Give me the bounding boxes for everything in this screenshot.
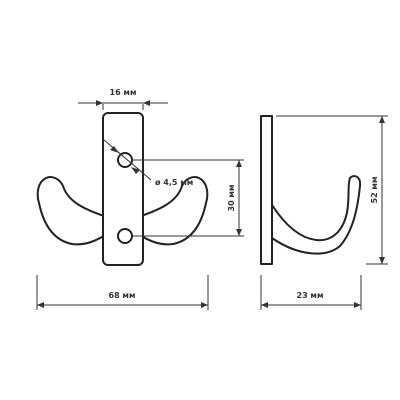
hole-spacing-dimension: 30 мм: [133, 159, 244, 237]
plate-width-label: 16 мм: [110, 88, 137, 97]
side-hook-profile: [271, 175, 362, 255]
arrow-head: [110, 146, 119, 153]
height-label: 52 мм: [370, 177, 379, 204]
side-view: 23 мм 52 мм: [260, 115, 388, 310]
arrow-head: [143, 100, 150, 106]
hole-diameter-dimension: ø 4,5 мм: [103, 139, 193, 187]
side-plate-profile: [260, 115, 273, 265]
right-hook-arm: [134, 176, 209, 246]
overall-width-dimension: 68 мм: [36, 275, 209, 310]
arrow-head: [201, 302, 208, 308]
arrow-head: [236, 229, 242, 236]
arrow-head: [37, 302, 44, 308]
left-hook-arm: [36, 176, 111, 246]
lower-screw-hole: [117, 228, 133, 244]
depth-label: 23 мм: [297, 291, 324, 300]
front-view: 16 мм ø 4,5 мм 30 мм 68 мм: [36, 88, 244, 310]
arrow-head: [96, 100, 103, 106]
arrow-head: [131, 167, 140, 174]
hole-diameter-label: ø 4,5 мм: [155, 178, 193, 187]
overall-width-label: 68 мм: [109, 291, 136, 300]
arrow-head: [354, 302, 361, 308]
hole-spacing-label: 30 мм: [227, 185, 236, 212]
arrow-head: [261, 302, 268, 308]
height-dimension: 52 мм: [276, 115, 388, 265]
upper-screw-hole: [117, 152, 133, 168]
arrow-head: [236, 160, 242, 167]
arrow-head: [379, 257, 385, 264]
plate-width-dimension: 16 мм: [78, 88, 168, 110]
depth-dimension: 23 мм: [260, 275, 362, 310]
arrow-head: [379, 116, 385, 123]
